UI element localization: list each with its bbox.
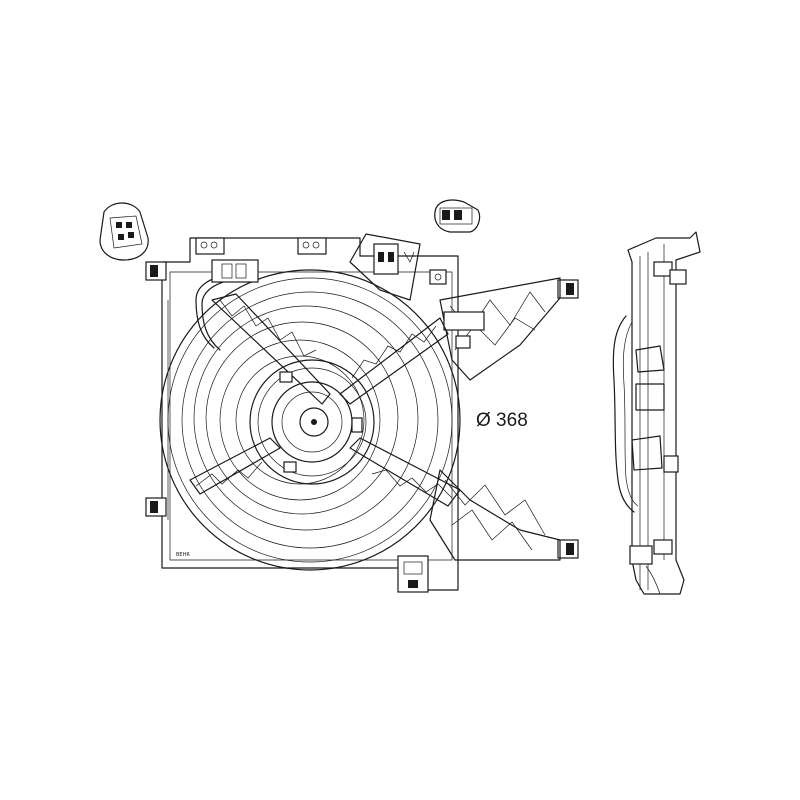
loose-connector-right [434,199,481,233]
right-bracket-truss [429,277,561,561]
motor-connector [349,233,421,301]
top-bosses [195,237,447,285]
bottom-tab [397,555,429,593]
loose-connector-left [99,202,149,261]
cross-struts [189,293,461,507]
part-marking: BEHR [176,552,190,558]
shroud-frame [161,237,459,591]
motor-hub [249,359,375,485]
side-view [612,231,701,595]
front-view: BEHR Ø 368 [145,233,579,593]
wire-harness [195,259,259,351]
mounting-clips [145,261,579,559]
shroud-frame-inner [169,271,453,561]
fan-rings [159,269,461,571]
diameter-label: Ø 368 [476,410,528,431]
